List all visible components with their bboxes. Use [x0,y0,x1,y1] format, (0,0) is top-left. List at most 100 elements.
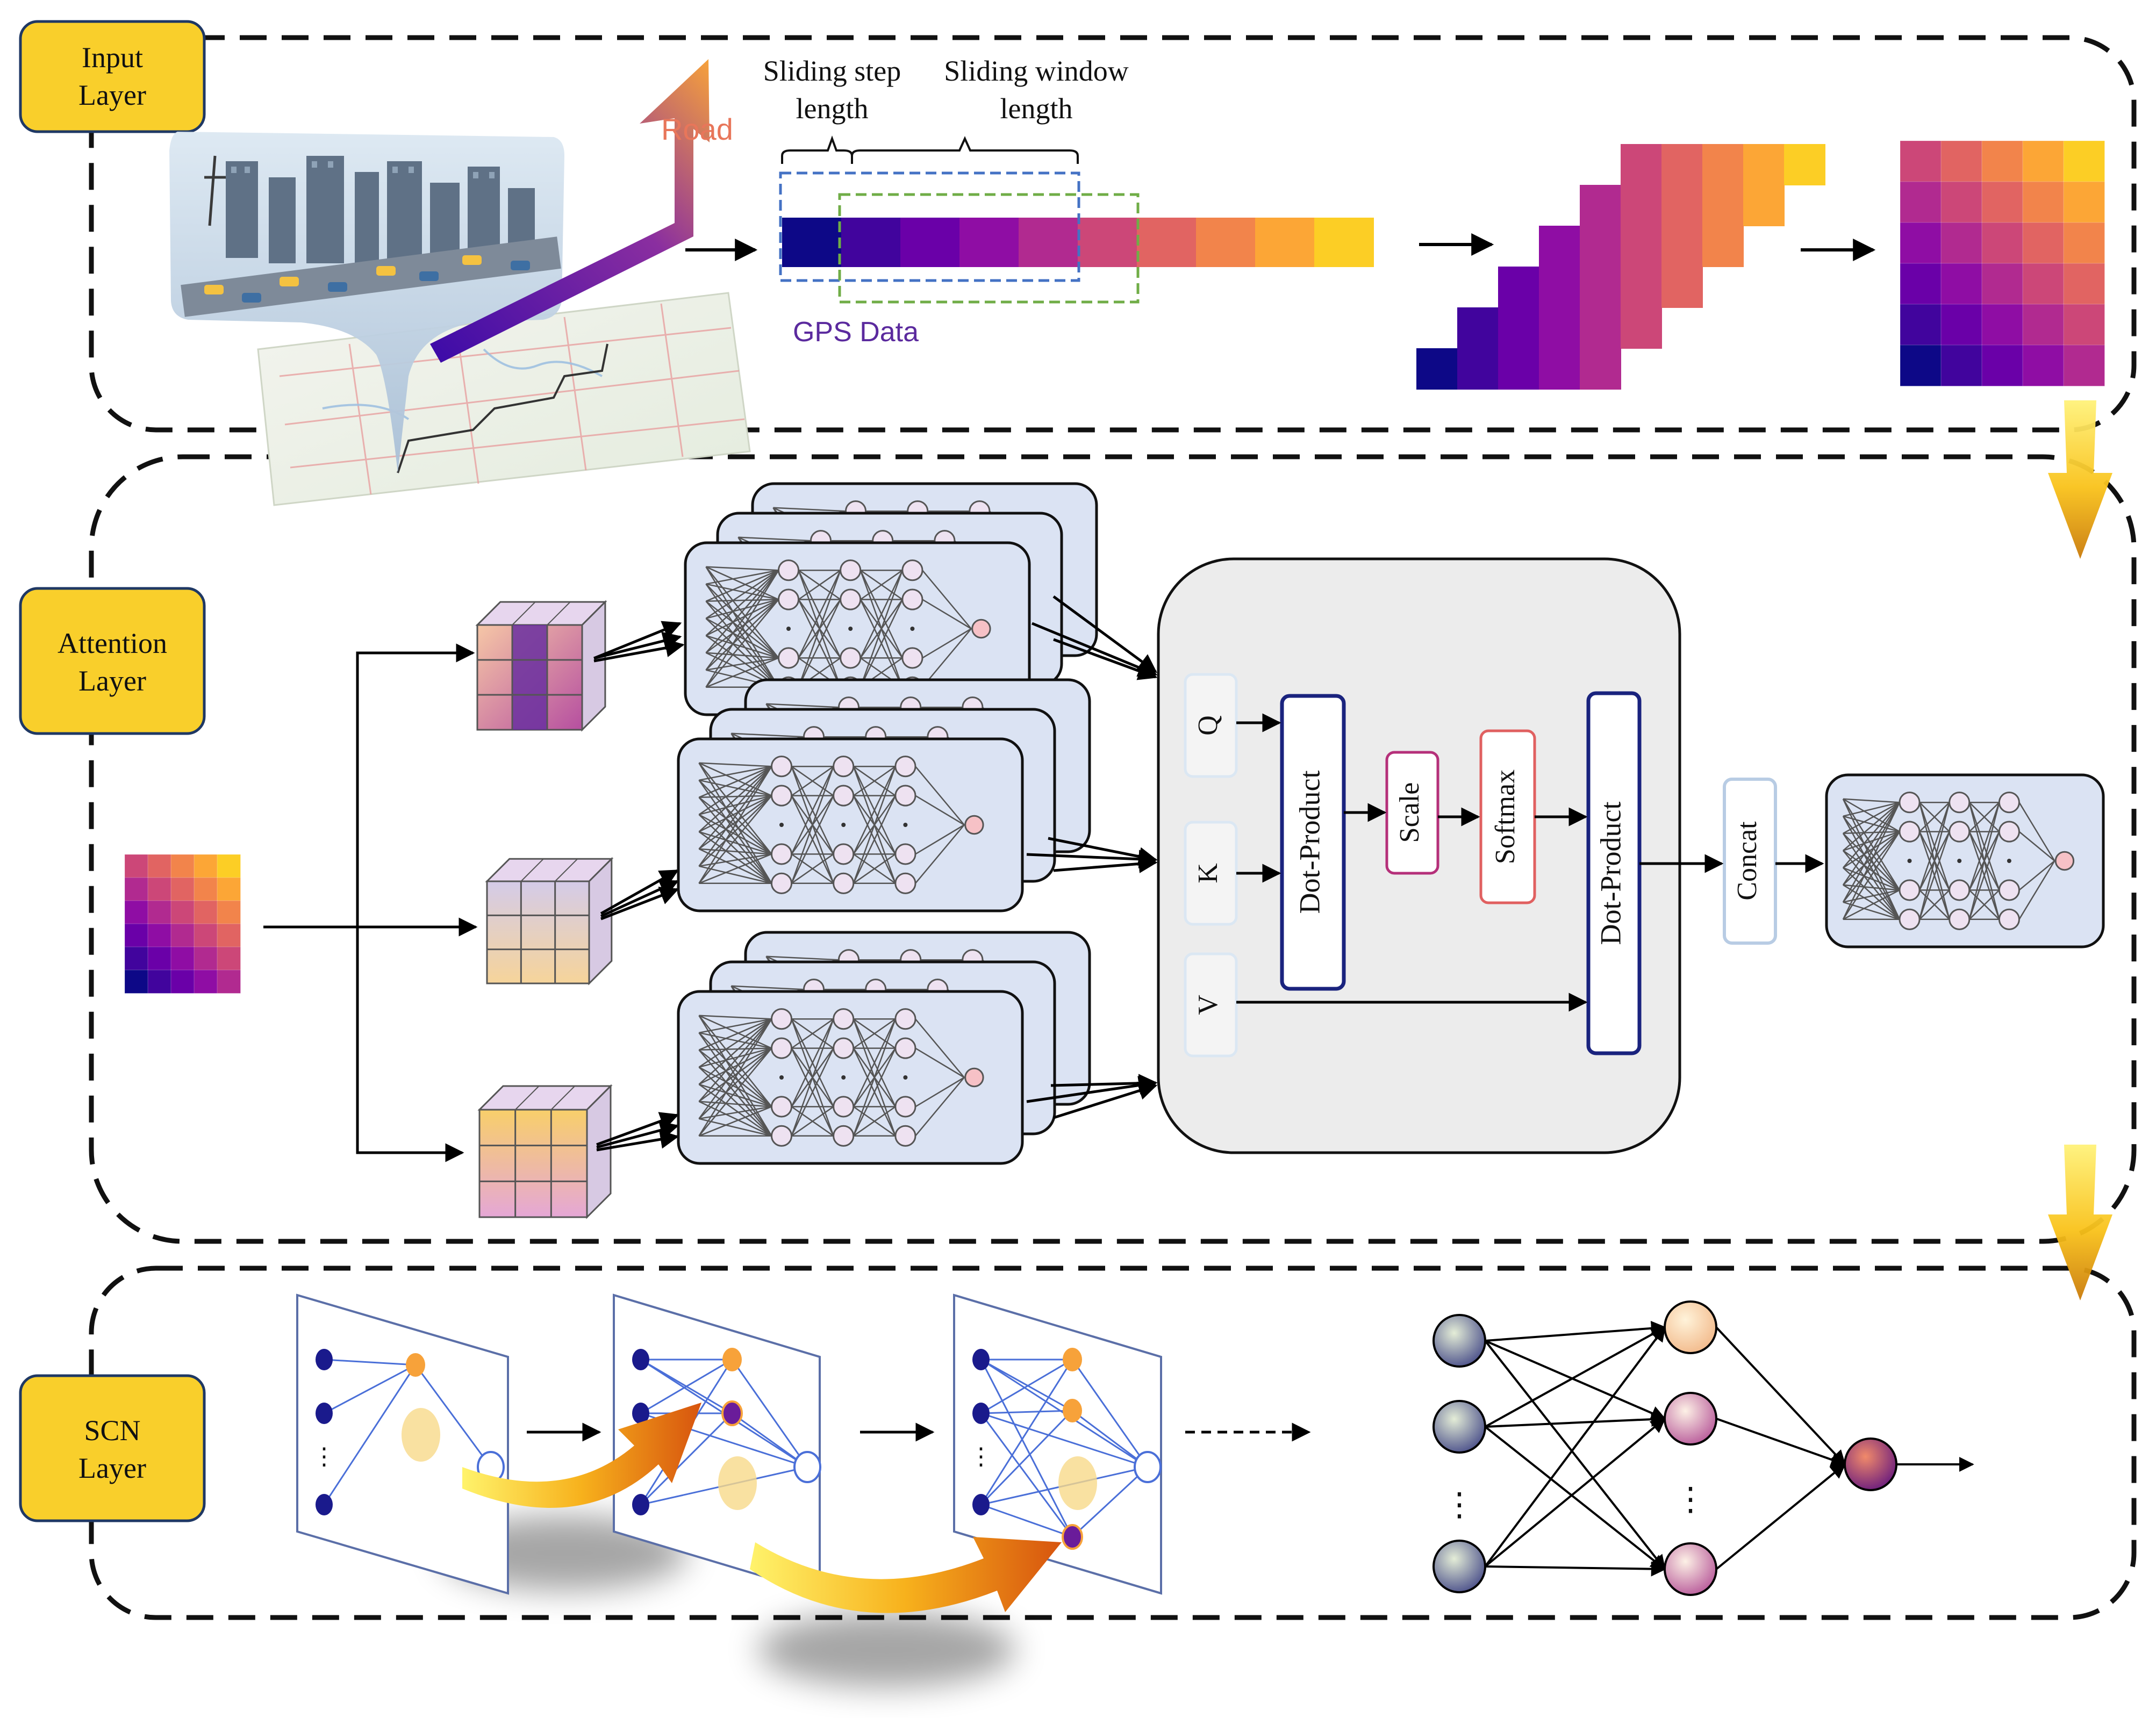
staircase-cell [1416,348,1458,390]
gps-data-label: GPS Data [793,317,919,348]
scn-construction-panel: ⋮ [953,1293,1162,1595]
matrix-cell [194,969,218,994]
matrix-cell [217,969,241,994]
matrix-cell [147,923,171,947]
staircase-cell [1621,307,1662,349]
matrix-cell [1940,140,1982,182]
svg-text:Concat: Concat [1732,821,1763,901]
gps-cell [1255,218,1315,267]
yellow-down-arrow-icon [2043,1145,2112,1300]
scn-construction-panel: ⋮ [296,1293,509,1595]
sliding-window-brace [851,136,1079,164]
staircase-cell [1580,226,1621,267]
sliding-step-label-1: Sliding step [763,55,901,87]
gps-cell [1019,218,1078,267]
matrix-cell [170,946,195,971]
staircase-cell [1539,348,1580,390]
scn-hidden-node [1664,1392,1717,1446]
staircase-cell [1702,185,1744,226]
neural-network-icon [1825,773,2105,948]
neural-network-icon [677,737,1024,912]
staircase-cell [1539,226,1580,267]
softmax-box: Softmax [1479,729,1536,904]
staircase-cell [1661,267,1703,308]
matrix-cell [1940,222,1982,264]
matrix-cell [1981,181,2023,223]
svg-text:Softmax: Softmax [1490,770,1521,864]
staircase-cell [1580,185,1621,226]
input-section-frame [89,35,2137,433]
ellipsis: ⋮ [1674,1482,1707,1517]
attention-layer-line1: Attention [58,627,167,659]
cube-to-network-arrows [593,621,685,1152]
scn-construction-panel: ⋮ [613,1293,821,1595]
matrix-cell [1981,344,2023,386]
input-layer-line2: Layer [78,79,146,111]
attention-layer-badge: Attention Layer [19,587,206,735]
ellipsis: ⋮ [1443,1487,1475,1522]
staircase-cell [1498,267,1539,308]
matrix-cell [1940,344,1982,386]
matrix-cell [2022,140,2064,182]
staircase-cell [1661,185,1703,226]
staircase-cell [1702,226,1744,267]
scn-layer-line2: Layer [78,1452,146,1484]
svg-text:Scale: Scale [1394,782,1425,843]
staircase-cell [1743,185,1785,226]
scn-layer-line1: SCN [84,1414,140,1447]
matrix-cell [194,854,218,878]
matrix-cell [1900,263,1942,305]
scn-network-edges [1484,1320,1974,1577]
feature-cube-icon [485,857,614,986]
network-card-stack [677,931,1091,1165]
yellow-down-arrow-icon [2043,400,2112,559]
staircase-cell [1621,185,1662,226]
input-layer-line1: Input [82,41,143,74]
svg-text:Dot-Product: Dot-Product [1594,802,1627,945]
scn-output-node [1844,1437,1897,1491]
matrix-cell [2022,263,2064,305]
feature-matrix [1900,140,2105,386]
matrix-cell [170,900,195,924]
staircase-cell [1621,144,1662,185]
matrix-cell [217,923,241,947]
matrix-cell [217,877,241,901]
staircase-cell [1784,144,1825,185]
matrix-cell [1981,304,2023,346]
matrix-cell [2063,263,2105,305]
matrix-cell [147,877,171,901]
orange-flow-arrow [750,1537,1062,1613]
matrix-cell [124,900,148,924]
matrix-cell [124,946,148,971]
staircase-cell [1539,307,1580,349]
sliding-window-label-2: length [1000,92,1073,125]
matrix-cell [1900,304,1942,346]
svg-text:K: K [1193,863,1223,883]
matrix-cell [194,900,218,924]
svg-text:V: V [1193,995,1223,1015]
sliding-step-brace [781,135,853,164]
matrix-cell [217,854,241,878]
matrix-cell [2022,222,2064,264]
svg-text:⋮: ⋮ [312,1443,336,1470]
sliding-window [838,193,1140,304]
query-box: Q [1184,673,1238,778]
staircase-cell [1457,307,1499,349]
sliding-window-staircase [1416,144,1825,390]
sliding-step-window [779,171,1080,282]
matrix-cell [2022,344,2064,386]
staircase-cell [1621,226,1662,267]
matrix-cell [1940,304,1982,346]
scn-input-node [1432,1314,1486,1368]
neural-network-icon [677,990,1024,1165]
matrix-cell [2022,304,2064,346]
matrix-cell [1981,140,2023,182]
svg-text:Q: Q [1193,715,1223,736]
matrix-cell [2022,181,2064,223]
gps-cell [1137,218,1197,267]
staircase-cell [1498,307,1539,349]
concat-box: Concat [1723,778,1777,945]
city-traffic-illustration [169,132,564,473]
sliding-window-label-1: Sliding window [944,55,1129,87]
network-card-stack [684,482,1098,716]
